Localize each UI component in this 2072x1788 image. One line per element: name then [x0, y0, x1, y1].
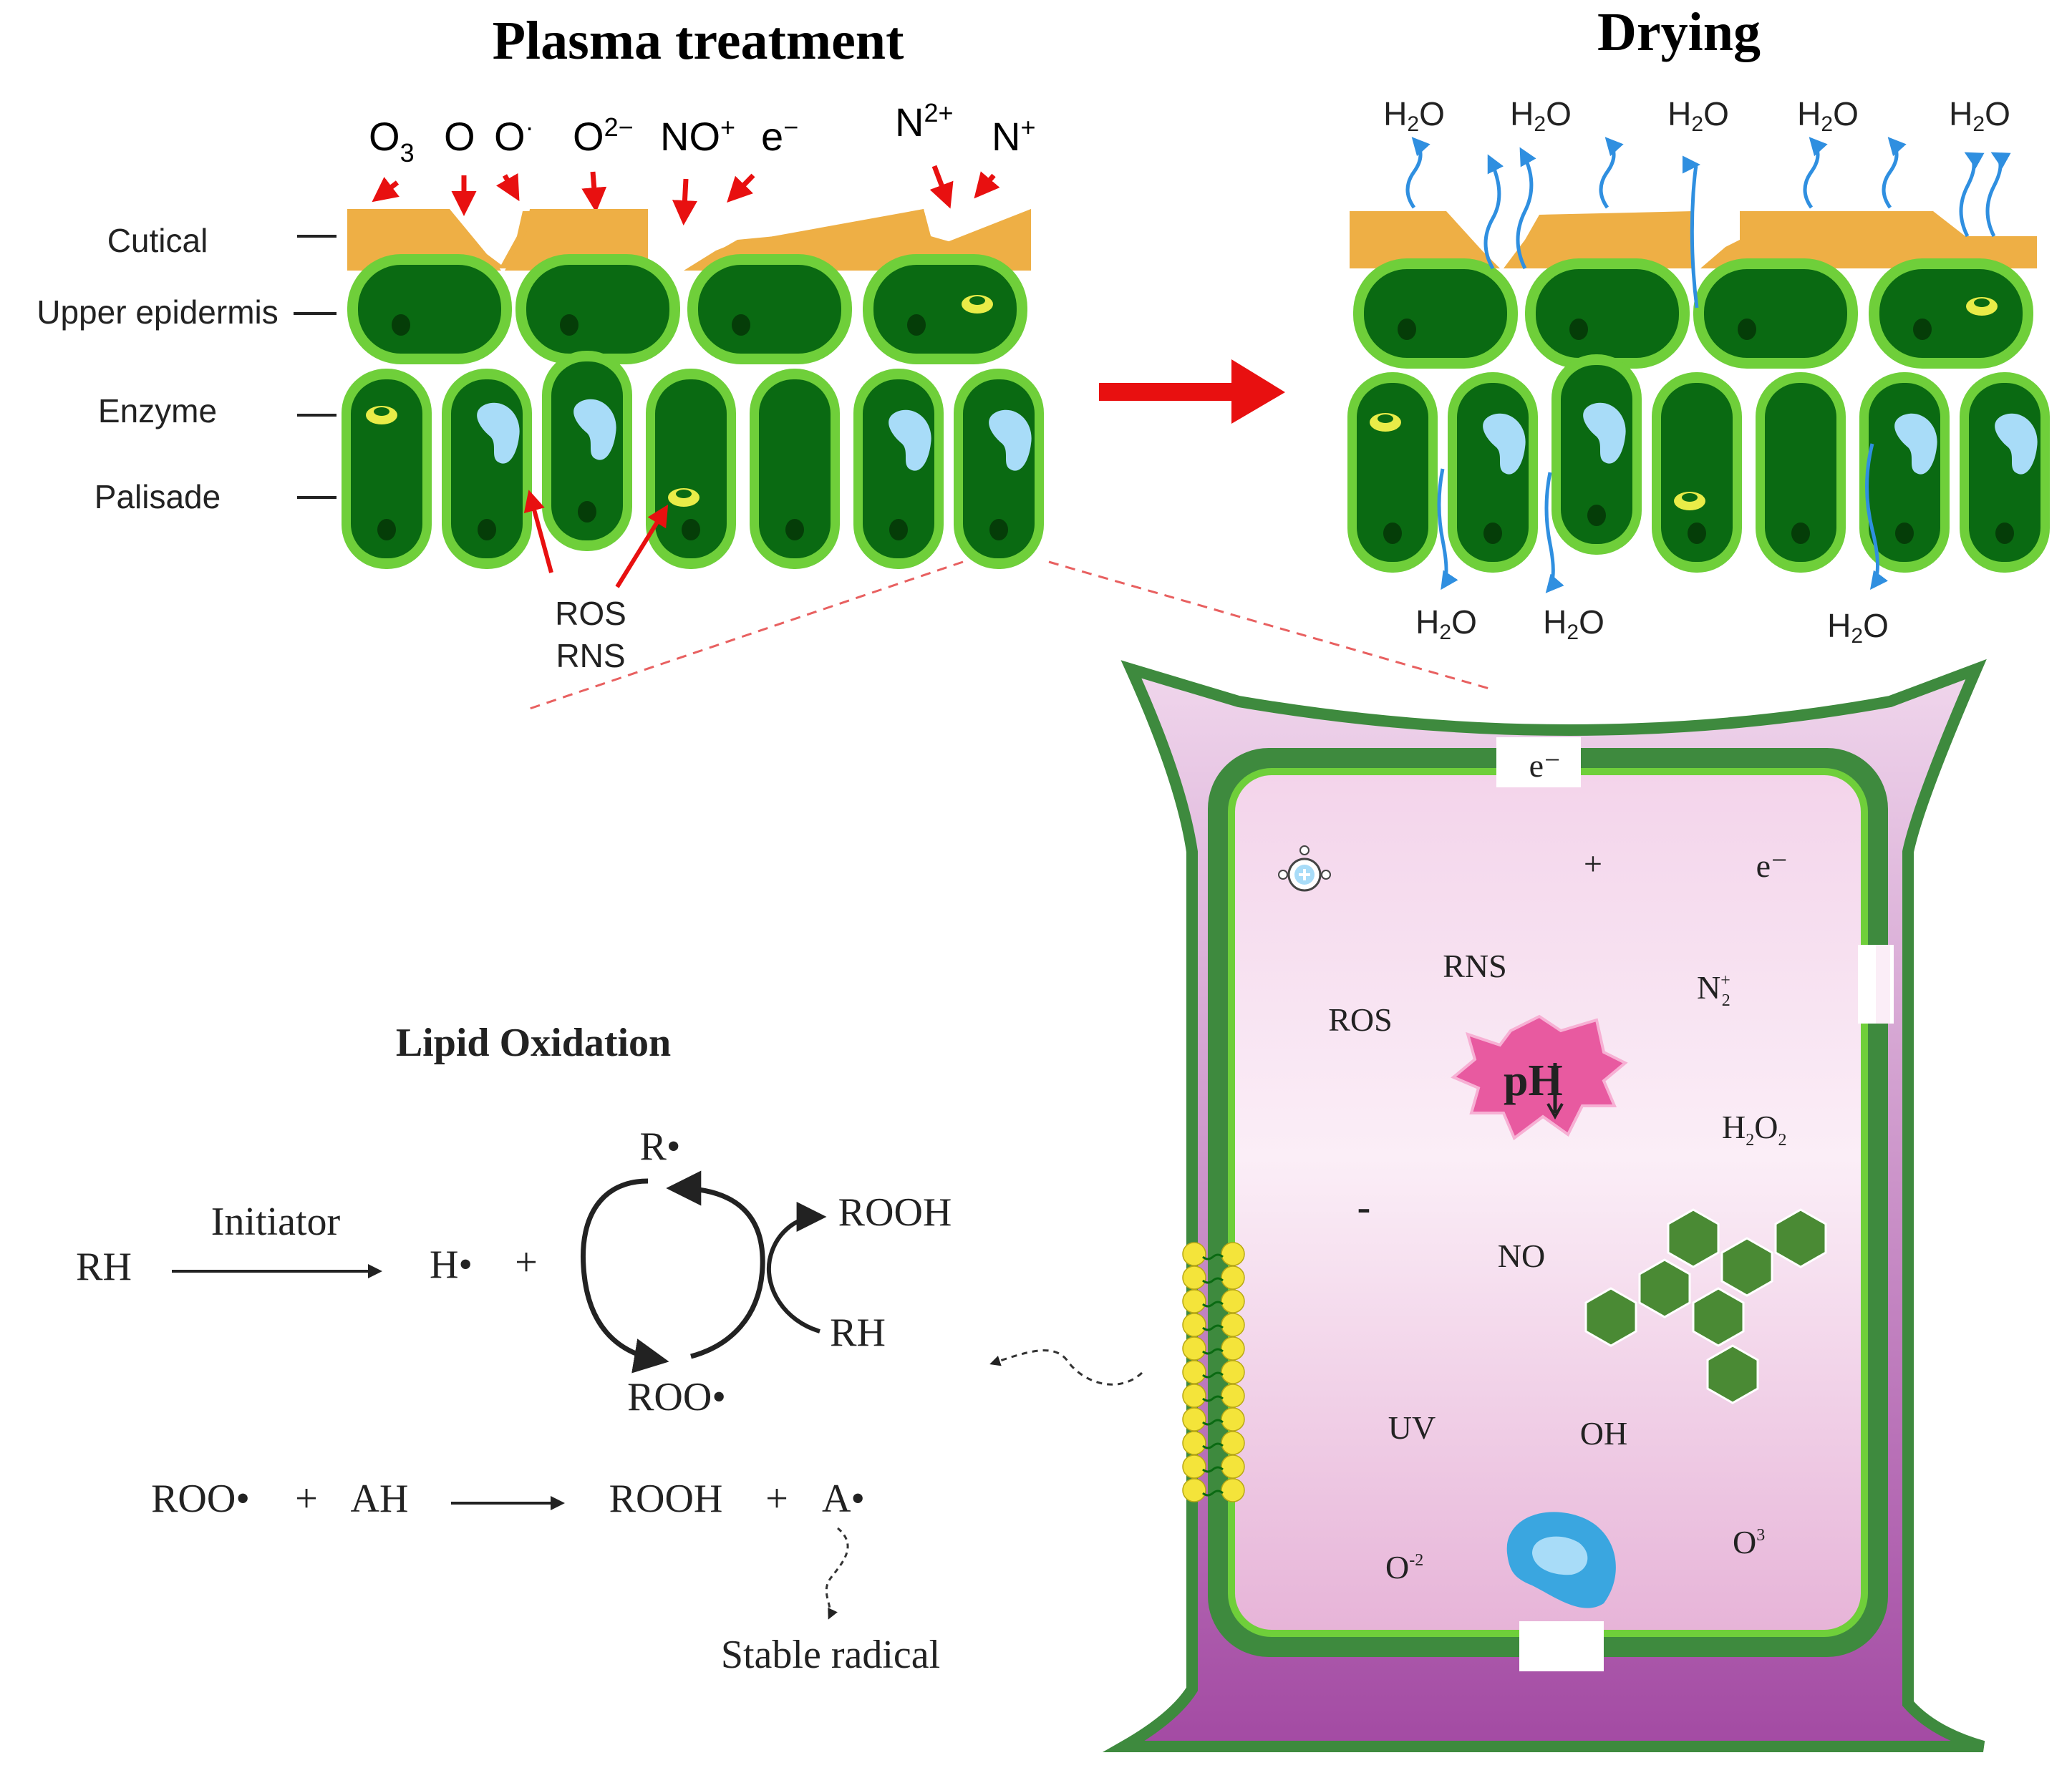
lipid-oxidation-section: Lipid Oxidation RH Initiator H• + R• ROO…	[76, 1021, 952, 1677]
zoom-lines	[529, 560, 1490, 710]
water-label: H2O	[1383, 95, 1445, 136]
cell-label-electron-right: e⁻	[1756, 847, 1788, 884]
rns-label: RNS	[556, 637, 625, 674]
ph-label: pH	[1504, 1056, 1563, 1105]
propagation-cycle	[580, 1170, 827, 1374]
species-n2: N2+	[895, 98, 954, 145]
term-plus-2: +	[295, 1477, 318, 1521]
cell-label-rns: RNS	[1443, 948, 1506, 984]
layer-label-ticks	[294, 235, 337, 499]
plasma-leaf-section: O3 O O· O2− NO+ e− N2+ N+	[37, 98, 1044, 674]
label-upper-epidermis: Upper epidermis	[37, 293, 278, 331]
cell-label-no: NO	[1498, 1238, 1545, 1274]
water-down-arrows	[1437, 443, 1888, 593]
plasma-species-labels: O3 O O· O2− NO+ e− N2+ N+	[369, 98, 1035, 167]
cell-label-ros: ROS	[1328, 1001, 1392, 1038]
cell-label-plus: +	[1584, 845, 1602, 882]
layer-labels: Cutical Upper epidermis Enzyme Palisade	[37, 222, 278, 515]
drying-leaf-section: H2O H2O H2O H2O H2O H2O H2O H2O	[1347, 95, 2050, 648]
upper-epidermis-cells	[347, 254, 1027, 364]
membrane-pore-top	[1496, 737, 1581, 787]
term-plus-3: +	[765, 1477, 788, 1521]
plasma-treatment-title: Plasma treatment	[493, 11, 904, 71]
stable-radical-arrow	[825, 1527, 849, 1620]
water-labels-bottom: H2O H2O H2O	[1415, 603, 1889, 648]
plasma-species-arrows	[372, 165, 1000, 225]
reaction-terms: RH Initiator H• + R• ROOH RH ROO• ROO• +…	[76, 1124, 952, 1677]
term-h-radical: H•	[430, 1243, 473, 1287]
term-roo-radical-2: ROO•	[151, 1477, 250, 1521]
cell-label-electron-top: e⁻	[1529, 747, 1562, 784]
process-arrow	[1099, 359, 1285, 424]
term-initiator: Initiator	[211, 1200, 341, 1244]
term-rooh-2: ROOH	[609, 1477, 723, 1521]
water-out-arrows	[1405, 137, 2011, 308]
cell-label-oh: OH	[1580, 1415, 1627, 1452]
zoomed-cell: pH e⁻ + e⁻ RNS ROS N+2 H2O2 - NO UV	[1102, 659, 1987, 1752]
term-r-radical: R•	[640, 1124, 681, 1169]
membrane-pore-bottom	[1519, 1621, 1604, 1671]
lipid-oxidation-title: Lipid Oxidation	[396, 1021, 671, 1065]
term-rh-recycle: RH	[830, 1311, 886, 1355]
cell-label-o3: O3	[1733, 1524, 1765, 1560]
water-label: H2O	[1667, 95, 1729, 136]
term-ah: AH	[351, 1477, 409, 1521]
label-palisade: Palisade	[95, 478, 221, 515]
term-stable-radical: Stable radical	[721, 1633, 940, 1677]
drying-cuticle-layer	[1350, 211, 1500, 268]
species-o3: O3	[369, 114, 415, 167]
species-o-radical: O·	[494, 112, 534, 159]
water-label: H2O	[1415, 603, 1477, 644]
species-n: N+	[992, 112, 1035, 159]
cell-label-minus: -	[1357, 1185, 1371, 1230]
ros-rns-arrows	[523, 490, 669, 588]
cell-species-labels: e⁻ + e⁻ RNS ROS N+2 H2O2 - NO UV OH O-2 …	[1328, 747, 1788, 1585]
ion-symbol-icon	[1278, 845, 1331, 892]
water-label: H2O	[1949, 95, 2010, 136]
species-electron: e−	[761, 112, 798, 159]
lipid-to-reaction-arrow	[989, 1349, 1143, 1386]
cell-label-o2-minus: O-2	[1385, 1549, 1423, 1585]
term-rooh: ROOH	[838, 1190, 952, 1235]
water-labels-top: H2O H2O H2O H2O H2O	[1383, 95, 2010, 136]
term-rh: RH	[76, 1245, 132, 1289]
drying-title: Drying	[1597, 2, 1761, 62]
cell-label-uv: UV	[1388, 1409, 1436, 1446]
palisade-cells	[342, 351, 1044, 569]
species-no: NO+	[660, 112, 735, 159]
water-label: H2O	[1797, 95, 1859, 136]
species-o: O	[444, 114, 475, 159]
ph-burst	[1451, 1014, 1628, 1141]
ros-label: ROS	[555, 595, 626, 632]
label-cutical: Cutical	[107, 222, 208, 259]
term-a-radical: A•	[822, 1477, 865, 1521]
water-label: H2O	[1543, 603, 1604, 644]
term-plus: +	[515, 1240, 538, 1285]
drying-palisade-cells	[1347, 354, 2050, 573]
water-label: H2O	[1827, 607, 1889, 648]
species-o2: O2−	[573, 112, 634, 159]
term-roo-radical: ROO•	[627, 1375, 726, 1419]
water-label: H2O	[1510, 95, 1572, 136]
cell-label-h2o2: H2O2	[1722, 1109, 1786, 1150]
cell-label-n2: N+2	[1697, 969, 1730, 1010]
label-enzyme: Enzyme	[98, 392, 217, 429]
